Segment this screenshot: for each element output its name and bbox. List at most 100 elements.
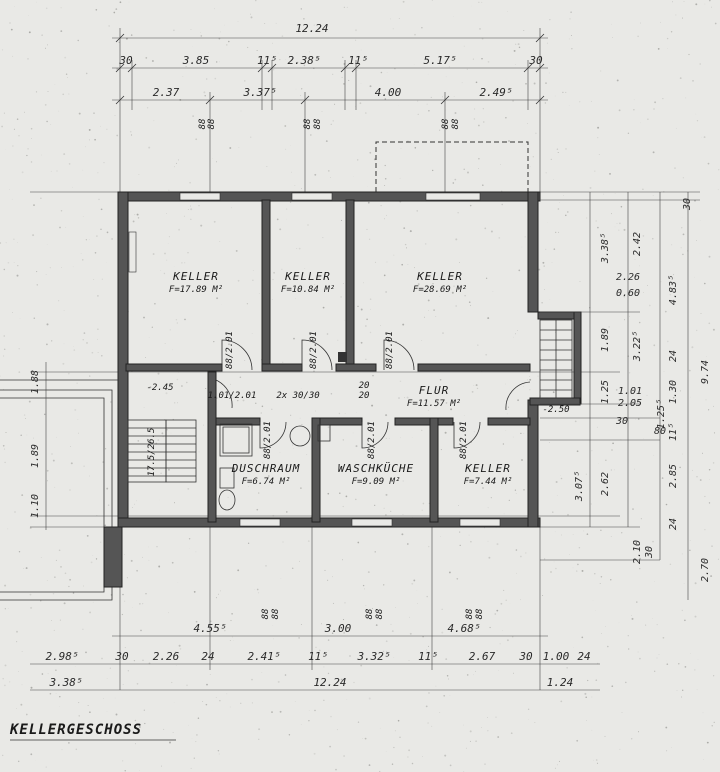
room-name: DUSCHRAUM — [231, 462, 301, 475]
speckle — [209, 271, 211, 273]
speckle — [699, 63, 702, 65]
speckle — [12, 145, 14, 147]
speckle — [106, 128, 108, 130]
speckle — [262, 462, 263, 464]
speckle — [101, 278, 103, 280]
speckle — [68, 585, 70, 588]
speckle — [590, 100, 592, 102]
speckle — [487, 61, 490, 63]
speckle — [205, 387, 207, 390]
speckle — [275, 56, 277, 57]
speckle — [542, 261, 545, 264]
speckle — [224, 24, 225, 26]
speckle — [431, 0, 433, 2]
speckle — [4, 664, 7, 667]
speckle — [469, 304, 472, 307]
shaft — [338, 352, 347, 362]
speckle — [256, 508, 259, 511]
speckle — [403, 227, 406, 229]
speckle — [195, 620, 198, 623]
speckle — [1, 125, 3, 128]
speckle — [489, 626, 491, 629]
speckle — [279, 58, 281, 61]
speckle — [507, 406, 509, 408]
speckle — [169, 329, 171, 331]
speckle — [229, 147, 232, 149]
speckle — [300, 487, 302, 489]
speckle — [135, 743, 136, 745]
speckle — [656, 657, 658, 659]
speckle — [440, 56, 442, 58]
dim-text: 1.88 — [30, 370, 41, 394]
speckle — [136, 569, 138, 572]
window-label: 88 — [303, 119, 313, 130]
speckle — [487, 717, 488, 718]
speckle — [607, 645, 609, 648]
dim-overall-right: 9.74 — [700, 360, 711, 384]
speckle — [388, 91, 391, 93]
speckle — [473, 674, 474, 676]
speckle — [535, 132, 537, 135]
speckle — [640, 518, 642, 520]
speckle — [111, 237, 114, 240]
speckle — [512, 336, 514, 338]
speckle — [417, 100, 419, 102]
speckle — [481, 37, 484, 40]
speckle — [174, 651, 177, 654]
speckle — [176, 378, 179, 381]
speckle — [372, 608, 373, 610]
speckle — [86, 534, 89, 537]
speckle — [640, 358, 641, 360]
speckle — [313, 370, 315, 373]
speckle — [0, 375, 1, 377]
speckle — [224, 630, 226, 632]
speckle — [558, 411, 560, 413]
speckle — [384, 184, 386, 187]
speckle — [160, 269, 162, 271]
speckle — [395, 607, 396, 608]
speckle — [355, 106, 356, 108]
speckle — [70, 462, 73, 465]
speckle — [86, 341, 88, 344]
speckle — [653, 108, 655, 110]
speckle — [414, 267, 415, 269]
speckle — [567, 211, 569, 213]
speckle — [393, 746, 395, 749]
speckle — [390, 623, 392, 626]
speckle — [255, 402, 257, 404]
speckle — [598, 153, 600, 155]
speckle — [510, 732, 513, 735]
speckle — [366, 318, 368, 321]
speckle — [569, 18, 571, 20]
speckle — [579, 281, 581, 282]
speckle — [47, 90, 49, 93]
speckle — [545, 82, 547, 84]
room-area: F=9.09 M² — [352, 477, 401, 487]
speckle — [487, 507, 489, 509]
speckle — [627, 635, 629, 637]
speckle — [473, 431, 475, 433]
speckle — [28, 400, 31, 403]
window-label: 88 — [261, 609, 271, 620]
speckle — [16, 707, 17, 709]
speckle — [471, 391, 474, 393]
speckle — [562, 91, 564, 94]
speckle — [260, 412, 262, 414]
speckle — [368, 764, 371, 766]
speckle — [3, 268, 6, 271]
speckle — [83, 332, 86, 334]
speckle — [508, 140, 510, 142]
dim-text: 1.01 — [618, 386, 642, 397]
speckle — [3, 355, 5, 357]
window-label: 88 — [365, 609, 375, 620]
speckle — [173, 502, 176, 504]
dim-text: 24 — [201, 650, 214, 663]
speckle — [328, 649, 329, 651]
speckle — [529, 378, 532, 381]
speckle — [595, 220, 597, 222]
dim-text: 30 — [118, 54, 133, 67]
speckle — [233, 363, 235, 365]
speckle — [614, 193, 616, 194]
speckle — [635, 418, 637, 420]
speckle — [18, 348, 20, 350]
